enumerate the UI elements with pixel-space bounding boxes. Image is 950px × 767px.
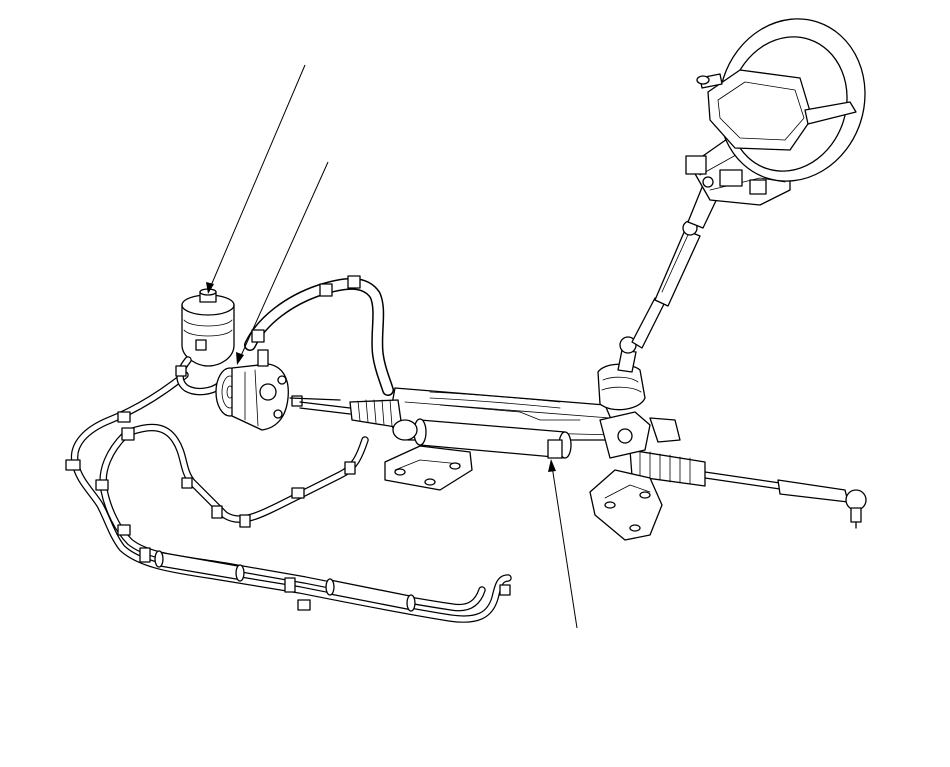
callout-pump: [236, 161, 329, 365]
return-hose: [121, 423, 369, 528]
right-mount-bracket: [589, 469, 663, 541]
cooler-tube-right: [325, 578, 416, 612]
steering-gearbox: [299, 387, 781, 541]
callout-steering-gearbox: [548, 459, 578, 629]
cooler-line: [65, 371, 512, 623]
power-steering-pump: [215, 349, 341, 431]
reservoir: [175, 288, 235, 396]
pressure-hose: [244, 275, 394, 396]
left-boot: [349, 399, 403, 429]
right-boot: [629, 449, 706, 487]
steering-wheel: [696, 18, 866, 182]
left-mount-bracket: [384, 419, 473, 491]
cooler-tube-left: [154, 550, 245, 582]
callout-reservoir: [206, 64, 306, 294]
tie-rod-end: [777, 479, 867, 529]
line-clamps: [65, 411, 511, 611]
